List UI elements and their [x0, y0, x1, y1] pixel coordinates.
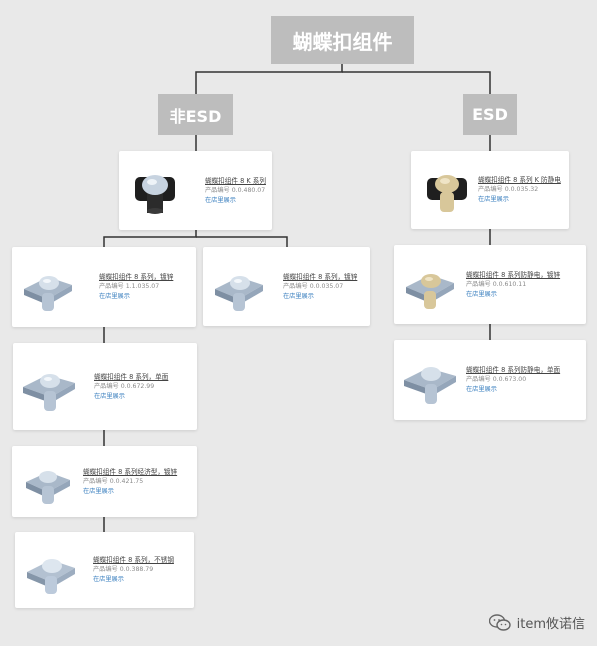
steel-clip-icon [27, 559, 75, 594]
card-number: 产品编号 0.0.388.79 [93, 566, 154, 573]
card-number: 产品编号 0.0.673.00 [466, 376, 527, 383]
product-card[interactable]: 蝴蝶扣组件 8 系列，镀锌 产品编号 0.0.035.07 在店里展示 [203, 247, 370, 326]
product-card[interactable]: 蝴蝶扣组件 8 系列，不锈钢 产品编号 0.0.388.79 在店里展示 [15, 532, 194, 608]
steel-clip-icon [215, 275, 263, 311]
card-number: 产品编号 0.0.672.99 [94, 382, 155, 390]
card-link[interactable]: 在店里展示 [466, 386, 497, 393]
card-title[interactable]: 蝴蝶扣组件 8 系列 K 防静电 [478, 176, 561, 184]
steel-clip-icon [404, 367, 456, 404]
card-link[interactable]: 在店里展示 [478, 196, 509, 203]
card-link[interactable]: 在店里展示 [205, 196, 236, 204]
card-number: 产品编号 0.0.035.32 [478, 186, 539, 193]
branch-non-esd: 非ESD [158, 94, 233, 135]
beige-clip-icon [406, 273, 454, 309]
product-card[interactable]: 蝴蝶扣组件 8 系列防静电，镀锌 产品编号 0.0.610.11 在店里展示 [394, 245, 586, 324]
card-number: 产品编号 0.0.421.75 [83, 477, 144, 485]
watermark: item攸诺信 [488, 613, 585, 632]
card-number: 产品编号 0.0.035.07 [283, 282, 344, 290]
card-number: 产品编号 0.0.610.11 [466, 280, 527, 288]
watermark-text: item攸诺信 [516, 617, 585, 632]
root-title: 蝴蝶扣组件 [271, 16, 414, 64]
card-title[interactable]: 蝴蝶扣组件 8 系列，单面 [94, 372, 169, 381]
card-title[interactable]: 蝴蝶扣组件 8 系列防静电，镀锌 [466, 270, 561, 279]
card-title[interactable]: 蝴蝶扣组件 8 系列，镀锌 [99, 273, 174, 281]
steel-clip-icon [26, 470, 70, 504]
product-card[interactable]: 蝴蝶扣组件 8 系列，单面 产品编号 0.0.672.99 在店里展示 [13, 343, 197, 430]
product-card[interactable]: 蝴蝶扣组件 8 系列防静电，单面 产品编号 0.0.673.00 在店里展示 [394, 340, 586, 420]
steel-clip-icon [24, 276, 72, 311]
card-link[interactable]: 在店里展示 [283, 292, 314, 300]
card-title[interactable]: 蝴蝶扣组件 8 系列，镀锌 [283, 272, 358, 281]
card-title[interactable]: 蝴蝶扣组件 8 系列防静电，单面 [466, 366, 561, 374]
card-title[interactable]: 蝴蝶扣组件 8 系列，不锈钢 [93, 556, 174, 564]
product-card[interactable]: 蝴蝶扣组件 8 系列经济型，镀锌 产品编号 0.0.421.75 在店里展示 [12, 446, 197, 517]
product-card[interactable]: 蝴蝶扣组件 8 系列，镀锌 产品编号 1.1.035.07 在店里展示 [12, 247, 196, 327]
card-link[interactable]: 在店里展示 [99, 293, 130, 300]
product-card[interactable]: 蝴蝶扣组件 8 系列 K 防静电 产品编号 0.0.035.32 在店里展示 [411, 151, 569, 229]
card-link[interactable]: 在店里展示 [94, 392, 125, 400]
wechat-icon [488, 613, 511, 631]
product-card[interactable]: 蝴蝶扣组件 8 K 系列 产品编号 0.0.480.07 在店里展示 [119, 151, 272, 230]
card-title[interactable]: 蝴蝶扣组件 8 K 系列 [205, 176, 266, 185]
card-link[interactable]: 在店里展示 [83, 487, 114, 495]
steel-clip-icon [23, 373, 75, 411]
black-beige-clip-icon [427, 175, 467, 212]
branch-esd: ESD [463, 94, 517, 135]
card-title[interactable]: 蝴蝶扣组件 8 系列经济型，镀锌 [83, 467, 178, 476]
black-clip-icon [135, 174, 175, 214]
card-link[interactable]: 在店里展示 [466, 290, 497, 298]
card-number: 产品编号 0.0.480.07 [205, 186, 266, 194]
card-number: 产品编号 1.1.035.07 [99, 283, 160, 290]
card-link[interactable]: 在店里展示 [93, 576, 124, 583]
